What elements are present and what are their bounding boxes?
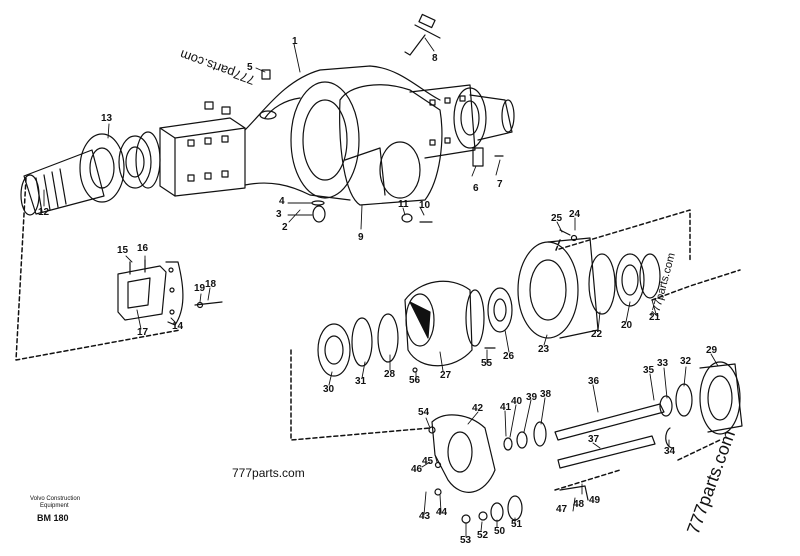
part-number-50: 50 [494, 526, 506, 537]
part-number-4: 4 [279, 196, 285, 207]
part-number-18: 18 [205, 279, 217, 290]
part-number-32: 32 [680, 356, 692, 367]
part-number-52: 52 [477, 530, 489, 541]
part-number-49: 49 [589, 495, 601, 506]
part-number-39: 39 [526, 392, 538, 403]
part-number-11: 11 [398, 199, 409, 210]
part-number-48: 48 [573, 499, 585, 510]
part-number-40: 40 [511, 396, 523, 407]
part-number-46: 46 [411, 464, 423, 475]
connection-lines [15, 177, 741, 491]
part-number-44: 44 [436, 507, 448, 518]
part-number-19: 19 [194, 283, 206, 294]
part-number-21: 21 [649, 312, 661, 323]
part-number-30: 30 [323, 384, 335, 395]
part-number-26: 26 [503, 351, 515, 362]
part-number-47: 47 [556, 504, 568, 515]
part-number-23: 23 [538, 344, 550, 355]
company-name-line1: Volvo Construction [30, 496, 81, 502]
part-number-22: 22 [591, 329, 603, 340]
part-number-55: 55 [481, 358, 493, 369]
part-number-15: 15 [117, 245, 129, 256]
watermark-bottom: 777parts.com [232, 466, 305, 480]
part-number-10: 10 [419, 200, 431, 211]
part-number-56: 56 [409, 375, 421, 386]
part-number-25: 25 [551, 213, 563, 224]
part-number-38: 38 [540, 389, 552, 400]
part-number-27: 27 [440, 370, 452, 381]
planetary-group-drawing [428, 361, 743, 524]
part-number-37: 37 [588, 434, 600, 445]
part-number-3: 3 [276, 209, 282, 220]
part-number-6: 6 [473, 183, 479, 194]
part-number-53: 53 [460, 535, 472, 546]
part-number-7: 7 [497, 179, 503, 190]
part-number-8: 8 [432, 53, 438, 64]
part-number-51: 51 [511, 519, 523, 530]
part-number-12: 12 [38, 207, 50, 218]
axle-housing-drawing [20, 13, 515, 223]
part-number-24: 24 [569, 209, 581, 220]
company-name-line2: Equipment [40, 503, 69, 509]
part-number-33: 33 [657, 358, 669, 369]
part-number-43: 43 [419, 511, 431, 522]
part-number-20: 20 [621, 320, 633, 331]
diagram-code: BM 180 [37, 513, 69, 523]
part-number-31: 31 [355, 376, 367, 387]
part-number-16: 16 [137, 243, 149, 254]
part-number-41: 41 [500, 402, 512, 413]
brake-caliper-drawing [117, 259, 223, 326]
part-number-17: 17 [137, 327, 149, 338]
part-number-28: 28 [384, 369, 396, 380]
part-number-34: 34 [664, 446, 676, 457]
part-number-5: 5 [247, 62, 253, 73]
part-number-13: 13 [101, 113, 113, 124]
part-number-14: 14 [172, 321, 184, 332]
part-number-36: 36 [588, 376, 600, 387]
part-number-45: 45 [422, 456, 434, 467]
part-number-1: 1 [292, 36, 298, 47]
part-number-35: 35 [643, 365, 655, 376]
part-number-2: 2 [282, 222, 288, 233]
leader-lines [43, 37, 719, 538]
part-number-29: 29 [706, 345, 718, 356]
part-number-9: 9 [358, 232, 364, 243]
wheel-hub-drawing [317, 229, 661, 377]
part-number-54: 54 [418, 407, 430, 418]
part-number-42: 42 [472, 403, 484, 414]
